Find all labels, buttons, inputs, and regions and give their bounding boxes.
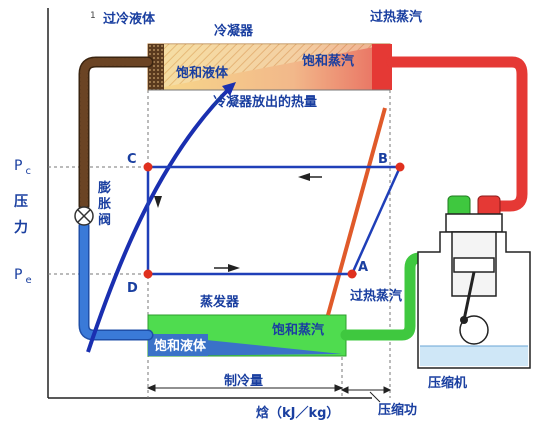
piping [78, 56, 528, 341]
arrow-icon [298, 173, 310, 181]
evaporator-liquid-block [148, 334, 208, 356]
point-c [143, 162, 153, 172]
evaporator [147, 314, 347, 357]
label-point-b: B [378, 152, 388, 167]
compressor-icon [417, 195, 531, 369]
liquid-pipe [80, 58, 152, 210]
point-b [395, 162, 405, 172]
corner-mark: 1 [90, 11, 96, 21]
evap-inlet-pipe [80, 222, 152, 339]
compression-stroke [350, 166, 402, 275]
subcooled-section [148, 44, 164, 90]
state-points [143, 162, 405, 279]
label-expansion-valve-char-3: 阀 [98, 212, 111, 228]
label-compression-work: 压缩功 [378, 402, 417, 418]
point-d [143, 269, 153, 279]
liquid-pipe-outline [78, 56, 154, 212]
label-saturated-vapor-top: 饱和蒸汽 [301, 53, 354, 69]
label-point-a: A [358, 260, 368, 275]
condenser-hatch [148, 44, 390, 90]
label-condenser-heat: 冷凝器放出的热量 [213, 94, 317, 110]
dimension-lines [146, 384, 392, 403]
label-expansion-valve-char-2: 胀 [98, 197, 111, 212]
label-pressure-2: 力 [14, 219, 28, 236]
label-compressor: 压缩机 [428, 375, 467, 391]
condenser [147, 43, 392, 91]
valve-icon [74, 206, 94, 226]
superheat-section [372, 44, 392, 90]
label-superheated-vapor-bottom: 过热蒸汽 [350, 288, 402, 304]
label-point-c: C [127, 152, 137, 167]
label-condenser: 冷凝器 [214, 23, 254, 39]
label-expansion-valve-char-1: 膨 [97, 180, 111, 196]
label-evaporator: 蒸发器 [200, 294, 240, 310]
label-saturated-liquid-bottom: 饱和液体 [153, 338, 207, 354]
point-a [347, 269, 357, 279]
evap-inlet-pipe-outline [78, 220, 154, 341]
label-pressure-1: 压 [14, 194, 28, 210]
condenser-heat-curve [86, 84, 234, 353]
label-enthalpy-axis: 焓（kJ／kg） [256, 405, 339, 421]
refrigeration-cycle [146, 165, 402, 276]
label-saturated-liquid-top: 饱和液体 [175, 65, 229, 81]
label-expansion-valve: 膨 胀 阀 [97, 180, 116, 228]
label-subcooled-liquid-top: 过冷液体 [103, 11, 156, 27]
arrow-icon [154, 196, 162, 208]
label-saturated-vapor-bottom: 饱和蒸汽 [271, 322, 324, 338]
cycle-arrows [154, 173, 322, 272]
label-superheated-vapor-top: 过热蒸汽 [370, 9, 422, 25]
label-point-d: D [127, 281, 138, 296]
label-refrigeration-effect: 制冷量 [224, 373, 263, 389]
arrow-icon [222, 82, 236, 96]
discharge-pipe [386, 56, 528, 212]
compression-line [326, 107, 387, 316]
arrow-icon [228, 264, 240, 272]
axes: 1 [47, 8, 372, 399]
